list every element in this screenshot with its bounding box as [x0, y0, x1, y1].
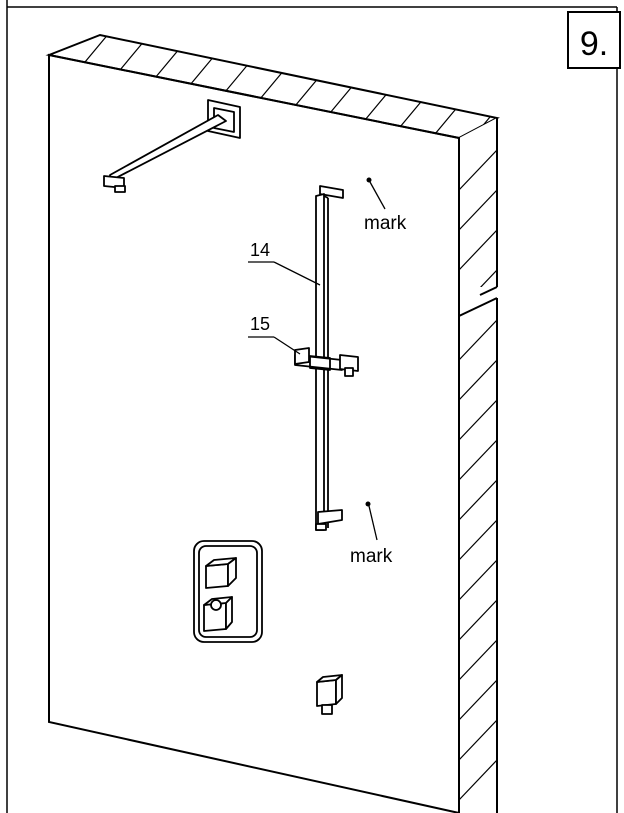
callout-label-15: 15 [250, 314, 270, 334]
shower-slider [294, 347, 359, 377]
flow-knob-icon [203, 596, 233, 632]
shower-arm [103, 99, 241, 193]
page-frame [6, 0, 618, 813]
step-number: 9. [580, 25, 608, 63]
mark-lower: mark [350, 501, 393, 567]
callout-14: 14 [248, 240, 321, 286]
wall-side-face [458, 118, 498, 813]
temperature-knob-icon [205, 557, 237, 589]
mark-upper-label: mark [364, 213, 407, 234]
callout-15: 15 [248, 314, 301, 355]
mark-lower-label: mark [350, 546, 393, 567]
thermostatic-mixer [193, 540, 263, 643]
mark-upper: mark [364, 177, 407, 234]
step-number-box: 9. [567, 11, 621, 69]
callout-label-14: 14 [250, 240, 270, 260]
wall-top-face [45, 33, 500, 140]
wall-front-face [48, 53, 460, 813]
wall-outlet [316, 674, 343, 715]
